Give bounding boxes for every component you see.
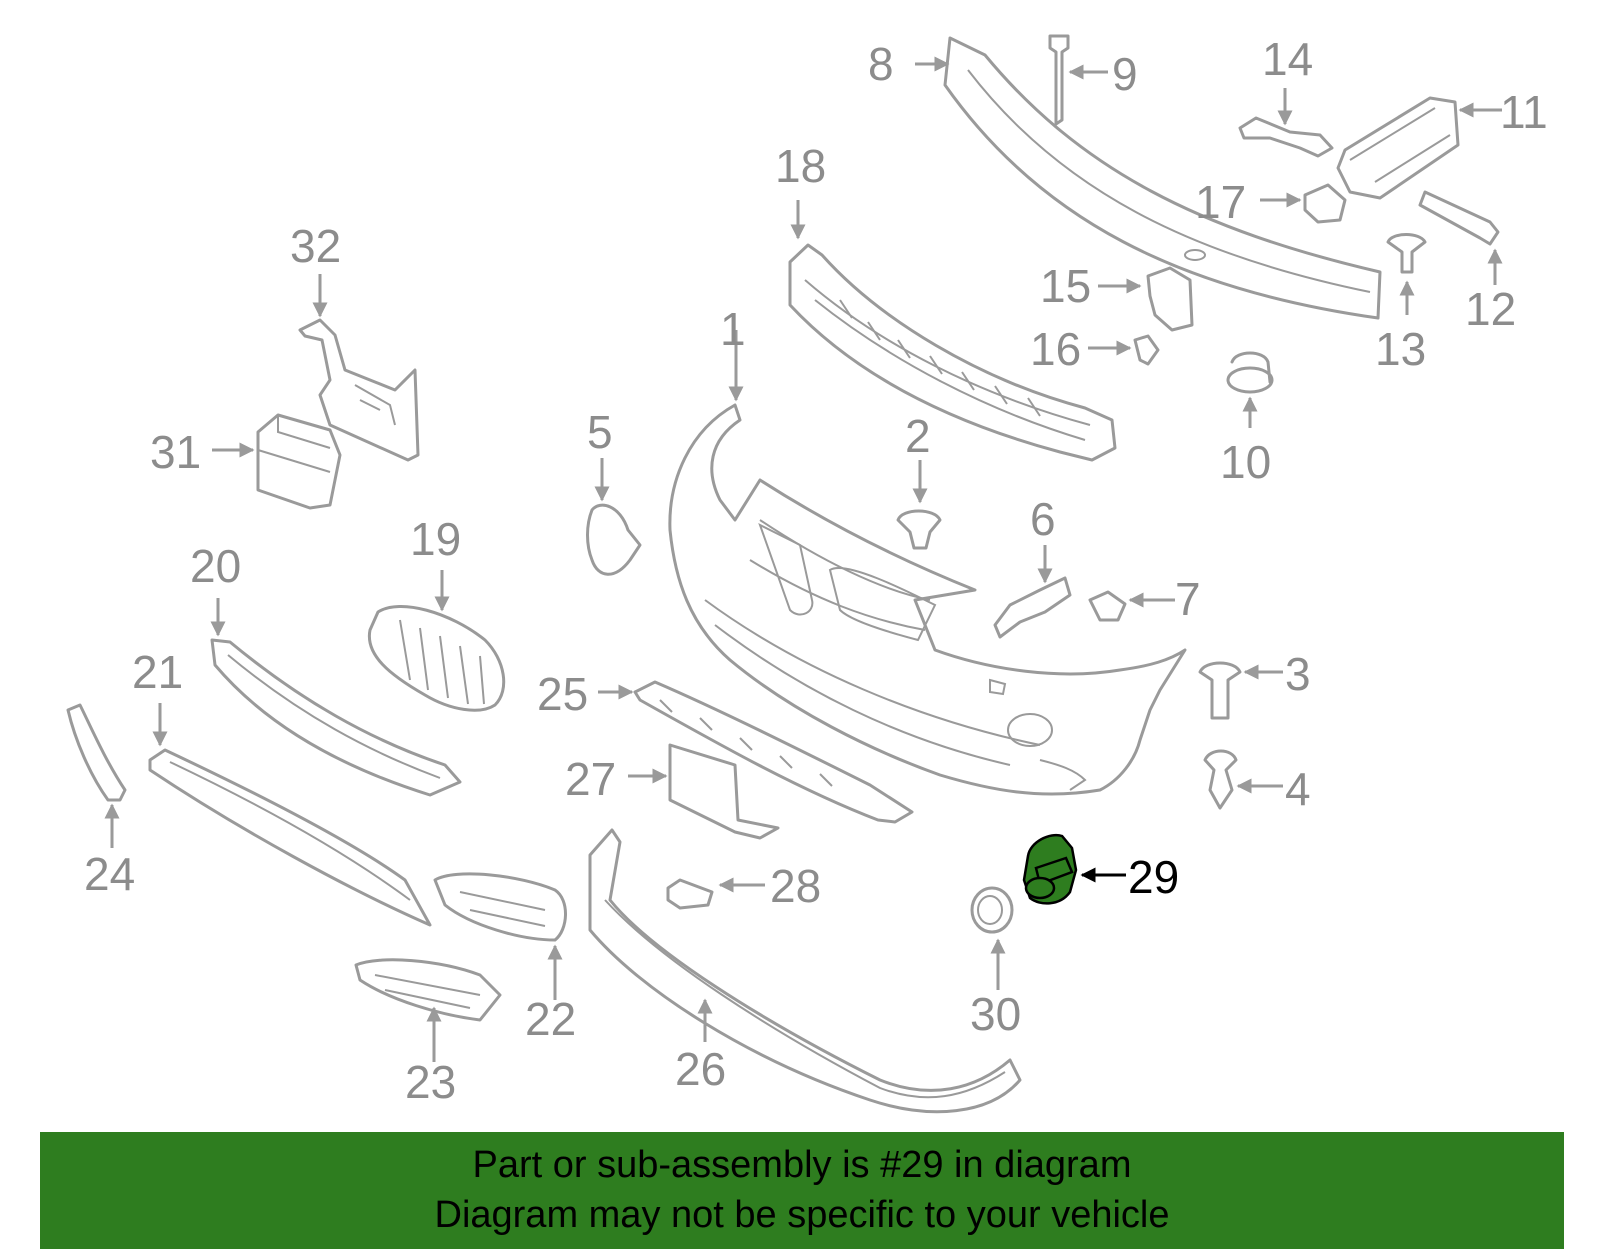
callout-27: 27 — [565, 753, 616, 805]
part-20-grille-trim — [210, 598, 462, 797]
callout-4: 4 — [1285, 763, 1311, 815]
callout-18: 18 — [775, 140, 826, 192]
part-30-grommet — [970, 886, 1014, 990]
callout-3: 3 — [1285, 648, 1311, 700]
part-14-bracket — [1238, 88, 1334, 158]
callout-15: 15 — [1040, 260, 1091, 312]
part-2-clip — [896, 460, 942, 550]
part-19-kidney-grille — [367, 570, 506, 712]
callout-5: 5 — [587, 406, 613, 458]
part-23-fog-trim — [354, 958, 502, 1062]
part-28-screw — [666, 877, 765, 910]
callout-23: 23 — [405, 1056, 456, 1108]
part-6-bracket — [993, 545, 1072, 639]
callout-1: 1 — [720, 303, 746, 355]
callout-20: 20 — [190, 540, 241, 592]
part-29-parking-sensor-highlighted — [1022, 833, 1126, 905]
part-31-control-module — [212, 413, 342, 510]
callout-17: 17 — [1195, 176, 1246, 228]
callout-16: 16 — [1030, 323, 1081, 375]
callout-10: 10 — [1220, 436, 1271, 488]
callout-13: 13 — [1375, 323, 1426, 375]
banner-line-2: Diagram may not be specific to your vehi… — [434, 1194, 1170, 1236]
callout-19: 19 — [410, 513, 461, 565]
callout-25: 25 — [537, 668, 588, 720]
part-4-clip — [1203, 749, 1283, 810]
part-3-bolt — [1198, 661, 1283, 720]
part-16-screw — [1088, 334, 1160, 366]
part-9-bolt — [1048, 34, 1108, 126]
callout-8: 8 — [868, 38, 894, 90]
part-21-lower-grille — [148, 703, 432, 927]
part-22-side-grille — [433, 872, 567, 1000]
callout-22: 22 — [525, 993, 576, 1045]
callout-30: 30 — [970, 988, 1021, 1040]
part-12-bolt — [1418, 190, 1503, 285]
callout-24: 24 — [84, 848, 135, 900]
callout-32: 32 — [290, 220, 341, 272]
part-15-bracket — [1098, 266, 1194, 332]
callout-14: 14 — [1262, 33, 1313, 85]
part-17-clip — [1260, 183, 1347, 224]
part-1-bumper-cover — [668, 330, 1187, 796]
callout-labels: 1 2 3 4 5 6 7 8 9 10 11 12 13 14 15 16 1… — [84, 33, 1548, 1108]
callout-21: 21 — [132, 646, 183, 698]
part-5-tow-cap — [586, 458, 642, 576]
callout-7: 7 — [1175, 573, 1201, 625]
callout-28: 28 — [770, 860, 821, 912]
part-8-bumper-reinforcement — [915, 36, 1382, 320]
part-13-push-pin — [1386, 233, 1427, 315]
part-7-screw — [1088, 590, 1175, 622]
callout-6: 6 — [1030, 493, 1056, 545]
callout-26: 26 — [675, 1043, 726, 1095]
part-27-license-bracket — [628, 743, 780, 840]
callout-2: 2 — [905, 410, 931, 462]
info-banner: Part or sub-assembly is #29 in diagram D… — [40, 1132, 1564, 1249]
callout-9: 9 — [1112, 48, 1138, 100]
part-10-nut — [1226, 351, 1274, 428]
callout-31: 31 — [150, 426, 201, 478]
callout-29: 29 — [1128, 851, 1179, 903]
callout-11: 11 — [1500, 86, 1548, 138]
callout-12: 12 — [1465, 283, 1516, 335]
part-24-trim-strip — [66, 703, 127, 848]
banner-line-1: Part or sub-assembly is #29 in diagram — [472, 1144, 1132, 1186]
part-11-mount-bracket — [1336, 96, 1502, 200]
part-25-lower-support — [598, 680, 914, 824]
part-26-lower-spoiler — [588, 828, 1022, 1114]
part-32-bracket — [298, 274, 420, 462]
part-18-energy-absorber — [788, 200, 1117, 462]
